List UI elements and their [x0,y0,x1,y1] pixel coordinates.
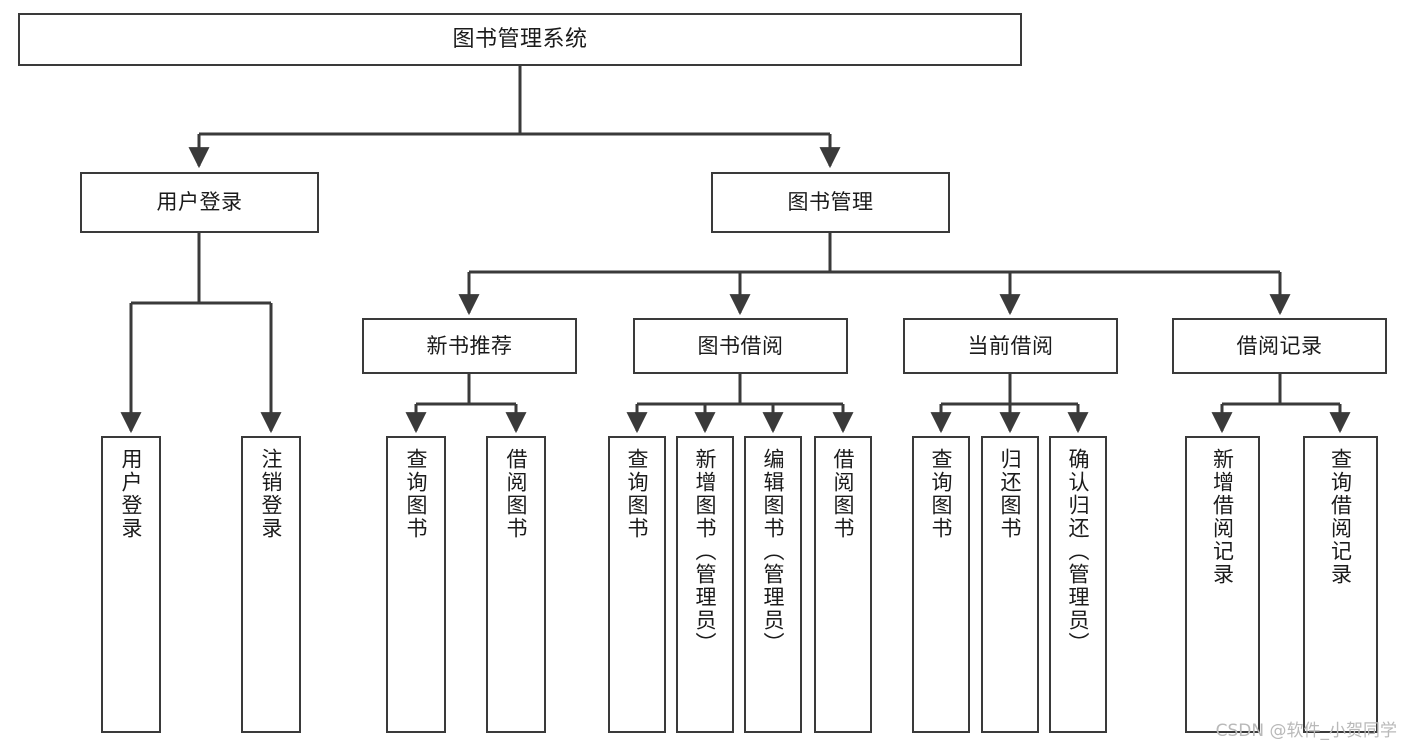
node-current-borrow[interactable]: 当前借阅 [903,318,1118,374]
leaf-query-book-recommend[interactable]: 查询图书 [386,436,446,733]
leaf-add-borrow-record-label: 新增借阅记录 [1210,448,1235,586]
leaf-query-book-recommend-label: 查询图书 [404,448,429,540]
leaf-return-book[interactable]: 归还图书 [981,436,1039,733]
leaf-borrow-book-label: 借阅图书 [831,448,856,540]
leaf-query-borrow-record-label: 查询借阅记录 [1328,448,1353,586]
node-current-borrow-label: 当前借阅 [967,333,1054,358]
leaf-user-login-label: 用户登录 [119,448,144,540]
leaf-return-book-label: 归还图书 [998,448,1023,540]
node-user-login-label: 用户登录 [156,190,243,215]
node-book-management-label: 图书管理 [787,190,874,215]
leaf-add-book-admin-label: 新增图书（管理员） [693,448,718,655]
leaf-user-login[interactable]: 用户登录 [101,436,161,733]
leaf-borrow-book-recommend[interactable]: 借阅图书 [486,436,546,733]
leaf-query-book-current-label: 查询图书 [929,448,954,540]
leaf-borrow-book-recommend-label: 借阅图书 [504,448,529,540]
leaf-query-book-current[interactable]: 查询图书 [912,436,970,733]
node-new-book-recommend[interactable]: 新书推荐 [362,318,577,374]
leaf-logout[interactable]: 注销登录 [241,436,301,733]
node-borrow-record[interactable]: 借阅记录 [1172,318,1387,374]
leaf-edit-book-admin[interactable]: 编辑图书（管理员） [744,436,802,733]
node-book-borrow-label: 图书借阅 [697,333,784,358]
leaf-borrow-book[interactable]: 借阅图书 [814,436,872,733]
leaf-add-borrow-record[interactable]: 新增借阅记录 [1185,436,1260,733]
leaf-query-book-borrow-label: 查询图书 [625,448,650,540]
leaf-query-borrow-record[interactable]: 查询借阅记录 [1303,436,1378,733]
node-root[interactable]: 图书管理系统 [18,13,1022,66]
leaf-confirm-return-admin[interactable]: 确认归还（管理员） [1049,436,1107,733]
node-new-book-recommend-label: 新书推荐 [426,333,513,358]
leaf-confirm-return-admin-label: 确认归还（管理员） [1066,448,1091,655]
node-borrow-record-label: 借阅记录 [1236,333,1323,358]
node-book-borrow[interactable]: 图书借阅 [633,318,848,374]
leaf-edit-book-admin-label: 编辑图书（管理员） [761,448,786,655]
leaf-query-book-borrow[interactable]: 查询图书 [608,436,666,733]
node-user-login[interactable]: 用户登录 [80,172,319,233]
leaf-logout-label: 注销登录 [259,448,284,540]
node-book-management[interactable]: 图书管理 [711,172,950,233]
node-root-label: 图书管理系统 [452,26,588,52]
leaf-add-book-admin[interactable]: 新增图书（管理员） [676,436,734,733]
watermark: CSDN @软件_小贺同学 [1215,721,1397,741]
